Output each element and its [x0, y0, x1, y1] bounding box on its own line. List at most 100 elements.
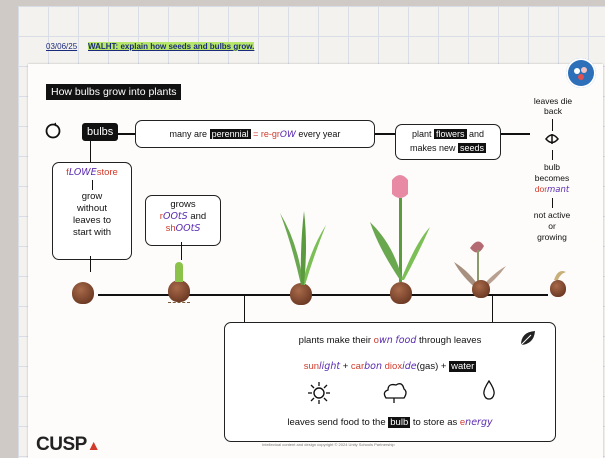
perennial-text-pre: many are [169, 129, 208, 139]
store-post: store [96, 167, 118, 178]
flowers-line: plant flowers and [396, 127, 500, 141]
date-heading: 03/06/25 [46, 42, 78, 51]
perennial-word: perennial [209, 129, 251, 139]
bulb-word: bulb [388, 417, 411, 428]
carbon-pre: car [350, 361, 365, 372]
own-handwriting: wn [378, 335, 393, 346]
photosynthesis-box: plants make their own food through leave… [224, 322, 556, 442]
perennial-box: many are perennial = re-grOW every year [135, 120, 375, 148]
store-down-connector [90, 256, 91, 272]
store-pre: f [66, 167, 69, 178]
bulb-stage-line [98, 294, 548, 296]
gas-text: (gas) + [416, 361, 447, 372]
bulb-stage-3 [290, 283, 312, 305]
roots-shoots-box: grows rOOtS and shOOtS [145, 195, 221, 246]
dormant-line1: bulb [543, 162, 561, 172]
flowers-word: flowers [433, 129, 467, 139]
roots-pre: r [159, 211, 163, 222]
flowers-and: and [469, 129, 485, 139]
bulb-stage-6 [550, 280, 566, 297]
cusp-logo-text: CUSP [36, 434, 87, 455]
seeds-line: makes new seeds [396, 141, 500, 155]
bulbs-label: bulbs [82, 123, 119, 141]
store-l2: without [76, 203, 108, 214]
store-l3: leaves to [72, 215, 112, 226]
store-line: fLOWEstore [53, 167, 131, 179]
own-pre: o [373, 335, 379, 346]
cusp-logo: CUSP▲ [36, 434, 101, 455]
energy-mid: to store as [412, 417, 458, 428]
seeds-word: seeds [458, 143, 487, 153]
equation-line: sunlight + carbon dioxide(gas) + water [225, 361, 555, 372]
energy-pre-letter: e [459, 417, 466, 428]
flowers-seeds-box: plant flowers and makes new seeds [395, 124, 501, 160]
bulb-stage-2-roots [168, 302, 190, 309]
cycle-icon [44, 122, 62, 140]
leaves-die-label: leaves die back [533, 96, 573, 116]
walt-heading: WALHT: explain how seeds and bulbs grow. [88, 42, 255, 51]
perennial-text-post: every year [298, 129, 341, 139]
shoots-line: shOOtS [146, 223, 220, 235]
dormant-tail1: not active [533, 210, 571, 220]
roots-and: and [190, 211, 207, 222]
regrow-handwriting: OW [279, 130, 296, 140]
bulb-stage-2-shoot [175, 262, 183, 282]
roots-l1: grows [170, 199, 196, 210]
photo-box-connector-left [244, 294, 245, 330]
food-handwriting: food [395, 335, 417, 346]
flowers-pre: plant [411, 129, 432, 139]
plus-1: + [342, 361, 349, 372]
energy-handwriting: nergy [465, 417, 493, 428]
bulbs-label-text: bulbs [87, 126, 114, 138]
tulip-flower [370, 175, 430, 282]
leaves-die-connector [552, 119, 553, 131]
carbon-dioxide-icon [383, 383, 407, 403]
dormant-word: dor [534, 184, 548, 194]
sun-icon [308, 382, 330, 404]
sun-pre: sun [303, 361, 320, 372]
store-l4: start with [72, 227, 111, 238]
energy-line: leaves send food to the bulb to store as… [225, 417, 555, 428]
dormant-tail3: growing [537, 232, 567, 242]
worksheet-title: How bulbs grow into plants [46, 84, 182, 100]
dormant-line3: dormant [526, 184, 578, 196]
roots-down-connector [181, 242, 182, 260]
roots-line: rOOtS and [146, 211, 220, 223]
dormant-bulb-icon [543, 130, 561, 148]
dioxide-handwriting: ide [402, 361, 417, 372]
sun-handwriting: light [319, 361, 341, 372]
store-handwriting: LOWE [68, 167, 97, 178]
energy-pre: leaves send food to the [287, 417, 386, 428]
dormant-line2: becomes [534, 173, 570, 183]
store-tick [91, 180, 93, 190]
food-line: plants make their own food through leave… [225, 335, 555, 346]
dormant-connector [552, 150, 553, 160]
bulb-stage-4 [390, 282, 412, 304]
dioxide-pre: diox [384, 361, 403, 372]
photo-box-connector-right [492, 294, 493, 330]
bulb-stage-5 [472, 280, 490, 298]
store-box: fLOWEstore grow without leaves to start … [52, 162, 132, 260]
food-post: through leaves [419, 335, 482, 346]
plant-stage-3-leaves [280, 211, 326, 285]
dormant-text: bulb becomes dormant not active or growi… [526, 162, 578, 243]
dormant-tail2: or [548, 221, 556, 231]
shoots-handwriting: OOtS [175, 223, 201, 234]
school-badge-icon [566, 58, 596, 88]
carbon-handwriting: bon [364, 361, 382, 372]
seeds-pre: makes new [409, 143, 456, 153]
dormant-shoot [554, 271, 566, 280]
store-box-connector [90, 140, 91, 162]
roots-handwriting: OOtS [162, 211, 188, 222]
dormant-tick [551, 198, 553, 208]
bulb-stage-2 [168, 280, 190, 302]
shoots-pre: sh [165, 223, 176, 234]
dormant-handwriting: mant [547, 185, 570, 195]
copyright-text: Intellectual content and design copyrigh… [262, 442, 395, 447]
water-drop-icon [483, 380, 495, 400]
water-word: water [449, 361, 477, 372]
leaf-icon [520, 331, 535, 346]
food-pre: plants make their [298, 335, 371, 346]
regrow-text: = re-gr [253, 129, 280, 139]
bulb-stage-1 [72, 282, 94, 304]
